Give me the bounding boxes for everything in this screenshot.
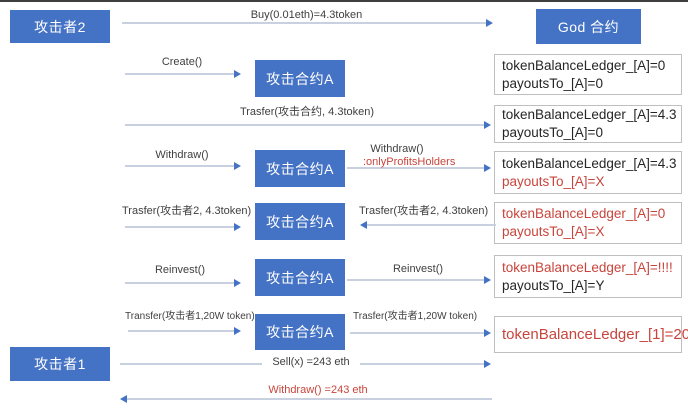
arrow-withdraw-right (347, 164, 491, 172)
arrowhead-right-icon (234, 162, 241, 170)
arrow-transfer-attacker2-right (360, 221, 496, 229)
message-create: Create() (161, 56, 203, 68)
state-line: tokenBalanceLedger_[A]=!!!! (502, 259, 673, 275)
attack-contract-a-label: 攻击合约A (266, 70, 334, 87)
arrowhead-right-icon (484, 276, 491, 284)
arrow-transfer-attacker1-right (350, 329, 491, 337)
state-line: tokenBalanceLedger_[A]=0 (502, 206, 666, 221)
arrow-transfer-contract (125, 121, 491, 129)
actor-god-contract-box: God 合约 (536, 9, 641, 44)
message-transfer-attacker1-right: Trasfer(攻击者1,20W token) (353, 311, 478, 322)
attack-contract-a-label: 攻击合约A (266, 160, 334, 177)
arrow-buy (122, 19, 493, 27)
state-line: payoutsTo_[A]=Y (502, 277, 605, 293)
actor-attacker1-box: 攻击者1 (10, 347, 110, 381)
arrow-reinvest-right (347, 276, 491, 284)
state-line: payoutsTo_[A]=0 (502, 75, 603, 91)
message-buy: Buy(0.01eth)=4.3token (250, 9, 363, 21)
attack-contract-a-label: 攻击合约A (266, 269, 334, 286)
state-line: tokenBalanceLedger_[A]=0 (502, 57, 666, 73)
message-withdraw-bottom: Withdraw() =243 eth (254, 384, 382, 396)
arrow-create (125, 70, 241, 78)
attack-contract-a-box-4: 攻击合约A (255, 259, 345, 296)
message-sell: Sell(x) =243 eth (262, 356, 360, 368)
message-transfer-attacker2-left: Trasfer(攻击者2, 4.3token) (122, 205, 252, 217)
attack-contract-a-label: 攻击合约A (266, 324, 334, 340)
attack-contract-a-box-1: 攻击合约A (255, 60, 345, 97)
state-line: payoutsTo_[A]=0 (502, 125, 603, 140)
arrowhead-right-icon (484, 360, 491, 368)
message-reinvest-left: Reinvest() (154, 264, 206, 276)
arrow-withdraw-bottom (120, 395, 492, 403)
state-line: tokenBalanceLedger_[A]=4.3 (502, 155, 677, 171)
message-transfer-contract: Trasfer(攻击合约, 4.3token) (239, 106, 375, 118)
message-only-profits-holders: :onlyProfitsHolders (363, 156, 456, 168)
message-transfer-attacker2-right: Trasfer(攻击者2, 4.3token) (359, 205, 489, 217)
arrowhead-right-icon (486, 19, 493, 27)
arrow-reinvest-left (125, 279, 241, 287)
attack-contract-a-box-3: 攻击合约A (255, 203, 345, 240)
state-line: payoutsTo_[A]=X (502, 224, 605, 239)
state-box-6: tokenBalanceLedger_[1]=20w (494, 316, 688, 353)
state-line: tokenBalanceLedger_[A]=4.3 (502, 107, 677, 122)
message-reinvest-right: Reinvest() (392, 263, 444, 275)
state-box-1: tokenBalanceLedger_[A]=0 payoutsTo_[A]=0 (494, 54, 682, 95)
message-withdraw-left: Withdraw() (155, 149, 209, 161)
arrow-transfer-attacker1-left (128, 327, 241, 335)
arrow-withdraw-left (125, 162, 241, 170)
state-box-2: tokenBalanceLedger_[A]=4.3 payoutsTo_[A]… (494, 105, 682, 143)
arrowhead-right-icon (234, 327, 241, 335)
attack-contract-a-label: 攻击合约A (266, 213, 334, 230)
arrow-transfer-attacker2-left (125, 223, 241, 231)
arrowhead-left-icon (360, 221, 367, 229)
message-withdraw-right: Withdraw() (370, 143, 424, 155)
attack-contract-a-box-2: 攻击合约A (255, 150, 345, 187)
actor-attacker2-box: 攻击者2 (10, 10, 110, 43)
state-line: payoutsTo_[A]=X (502, 173, 605, 189)
state-box-4: tokenBalanceLedger_[A]=0 payoutsTo_[A]=X (494, 202, 682, 244)
arrowhead-right-icon (484, 121, 491, 129)
arrowhead-right-icon (234, 70, 241, 78)
arrowhead-right-icon (234, 279, 241, 287)
actor-attacker2-label: 攻击者2 (34, 18, 86, 35)
actor-god-contract-label: God 合约 (557, 18, 620, 35)
arrowhead-right-icon (484, 329, 491, 337)
arrowhead-left-icon (120, 395, 127, 403)
arrowhead-right-icon (234, 223, 241, 231)
actor-attacker1-label: 攻击者1 (34, 356, 86, 372)
state-box-3: tokenBalanceLedger_[A]=4.3 payoutsTo_[A]… (494, 151, 682, 194)
message-transfer-attacker1-left: Transfer(攻击者1,20W token) (125, 311, 255, 322)
state-line: tokenBalanceLedger_[1]=20w (502, 325, 688, 343)
arrowhead-right-icon (484, 164, 491, 172)
state-box-5: tokenBalanceLedger_[A]=!!!! payoutsTo_[A… (494, 255, 682, 298)
attack-contract-a-box-5: 攻击合约A (255, 314, 345, 350)
